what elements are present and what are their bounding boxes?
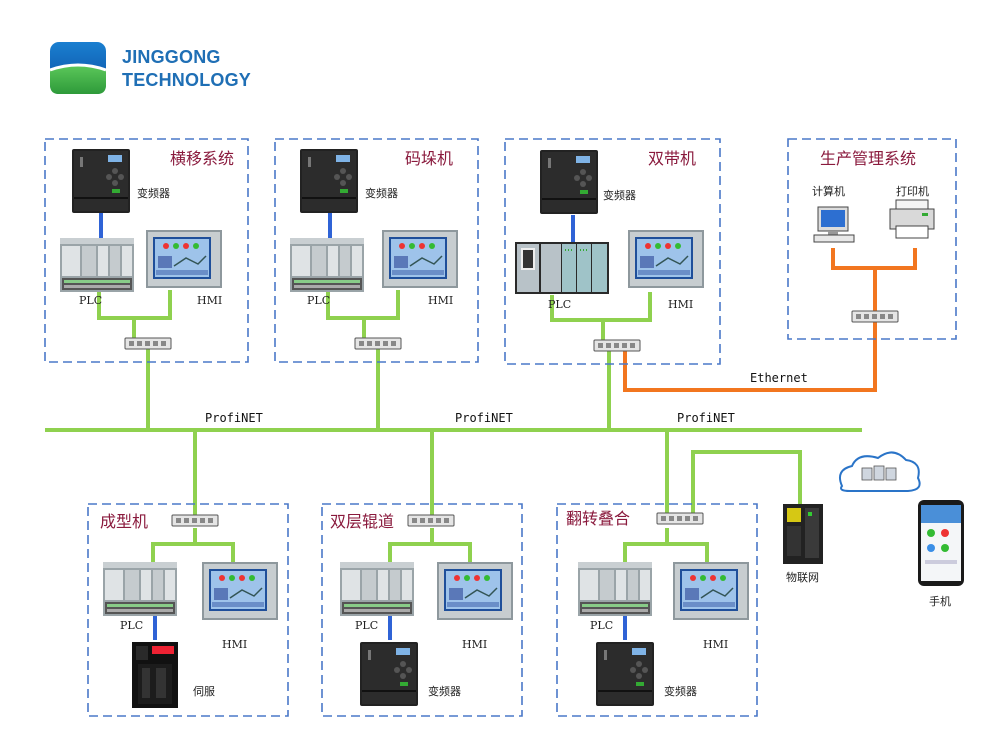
- vfd-label: 变频器: [428, 684, 461, 698]
- plc-icon: [514, 241, 610, 295]
- cloud-icon: [839, 451, 921, 492]
- phone-icon: [918, 500, 964, 586]
- phone-label: 手机: [929, 594, 951, 608]
- vfd-label: 变频器: [603, 188, 636, 202]
- hmi-icon: [436, 561, 514, 621]
- vfd-icon: [540, 150, 598, 214]
- system-title-fan-zhuan: 翻转叠合: [566, 509, 630, 528]
- iot-gateway-label: 物联网: [786, 570, 819, 584]
- vfd-icon: [300, 149, 358, 213]
- switch-icon: [407, 514, 455, 527]
- hmi-label: HMI: [462, 638, 487, 651]
- system-box-fan-zhuan: [556, 503, 758, 717]
- hmi-label: HMI: [703, 638, 728, 651]
- hmi-label: HMI: [428, 294, 453, 307]
- system-title-shuang-ceng: 双层辊道: [330, 512, 394, 531]
- plc-icon: [290, 238, 364, 292]
- vfd-icon: [72, 149, 130, 213]
- printer-label: 打印机: [896, 184, 929, 198]
- plc-icon: [60, 238, 134, 292]
- vfd-label: 变频器: [664, 684, 697, 698]
- system-box-heng-yi: [44, 138, 249, 363]
- system-title-cheng-xing: 成型机: [100, 512, 148, 531]
- switch-icon: [124, 337, 172, 350]
- plc-label: PLC: [307, 294, 330, 307]
- system-title-production: 生产管理系统: [820, 149, 916, 168]
- hmi-icon: [627, 229, 705, 289]
- computer-icon: [813, 206, 855, 243]
- plc-label: PLC: [590, 619, 613, 632]
- vfd-icon: [596, 642, 654, 706]
- plc-icon: [103, 562, 177, 616]
- system-box-shuang-dai: [504, 138, 721, 365]
- servo-icon: [132, 642, 178, 708]
- system-box-shuang-ceng: [321, 503, 523, 717]
- system-title-heng-yi: 横移系统: [170, 149, 234, 168]
- vfd-label: 变频器: [137, 186, 170, 200]
- system-title-shuang-dai: 双带机: [648, 149, 696, 168]
- plc-label: PLC: [548, 298, 571, 311]
- ethernet-label: Ethernet: [750, 371, 808, 385]
- plc-label: PLC: [355, 619, 378, 632]
- plc-label: PLC: [79, 294, 102, 307]
- switch-icon: [171, 514, 219, 527]
- brand-line-1: JINGGONG: [122, 47, 221, 67]
- plc-icon: [340, 562, 414, 616]
- system-box-ma-duo: [274, 138, 479, 363]
- system-box-production: [787, 138, 957, 340]
- switch-icon: [354, 337, 402, 350]
- hmi-label: HMI: [222, 638, 247, 651]
- hmi-icon: [201, 561, 279, 621]
- profinet-lines: [45, 272, 862, 562]
- servo-label: 伺服: [193, 685, 215, 698]
- hmi-icon: [145, 229, 223, 289]
- hmi-label: HMI: [668, 298, 693, 311]
- computer-label: 计算机: [812, 184, 845, 198]
- printer-icon: [889, 199, 935, 239]
- hmi-icon: [381, 229, 459, 289]
- profinet-label-2: ProfiNET: [455, 411, 513, 425]
- system-title-ma-duo: 码垛机: [405, 149, 453, 168]
- profinet-label-1: ProfiNET: [205, 411, 263, 425]
- vfd-icon: [360, 642, 418, 706]
- system-box-cheng-xing: [87, 503, 289, 717]
- plc-icon: [578, 562, 652, 616]
- plc-label: PLC: [120, 619, 143, 632]
- switch-icon: [593, 339, 641, 352]
- switch-icon: [656, 512, 704, 525]
- vfd-label: 变频器: [365, 186, 398, 200]
- jinggong-logo: [49, 42, 107, 94]
- profinet-label-3: ProfiNET: [677, 411, 735, 425]
- brand-line-2: TECHNOLOGY: [122, 70, 251, 90]
- vfd-links: [99, 213, 627, 640]
- iot-gateway-icon: [783, 504, 823, 564]
- switch-icon: [851, 310, 899, 323]
- ethernet-lines: [623, 248, 917, 392]
- hmi-icon: [672, 561, 750, 621]
- hmi-label: HMI: [197, 294, 222, 307]
